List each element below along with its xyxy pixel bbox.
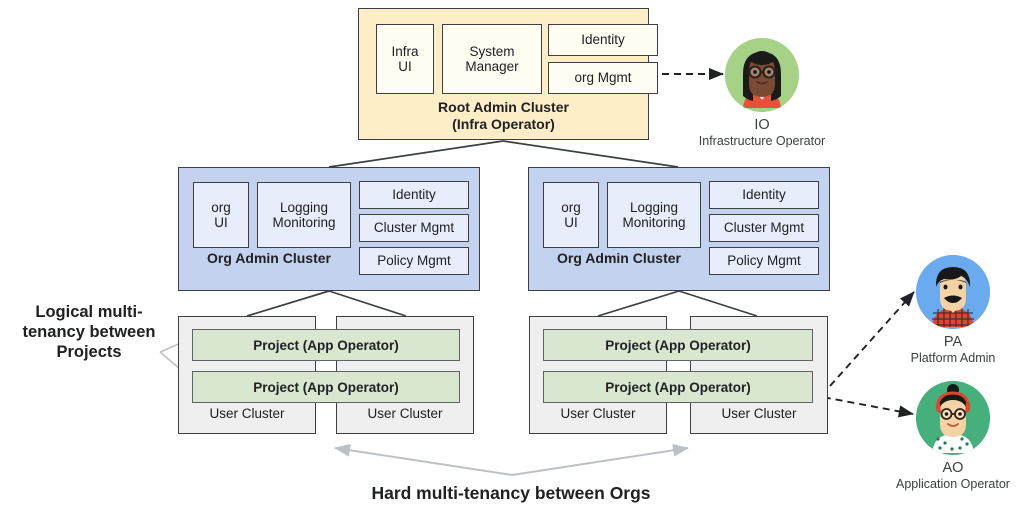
logical-multitenancy-caption: Logical multi-tenancy between Projects xyxy=(22,303,156,362)
pa-avatar-icon xyxy=(916,255,990,329)
system-manager-line1: System xyxy=(469,43,515,59)
org-admin-cluster-left-title: Org Admin Cluster xyxy=(207,250,331,266)
ao-avatar-icon xyxy=(916,381,990,455)
persona-io[interactable]: IO Infrastructure Operator xyxy=(687,38,837,148)
component-identity-right[interactable]: Identity xyxy=(709,181,819,209)
io-code: IO xyxy=(754,117,770,133)
org-ui-left-line1: org xyxy=(211,199,231,215)
component-org-ui-right[interactable]: org UI xyxy=(543,182,599,248)
infra-ui-line2: UI xyxy=(398,59,412,74)
component-org-mgmt-root[interactable]: org Mgmt xyxy=(548,62,658,94)
project-left-1[interactable]: Project (App Operator) xyxy=(192,329,460,361)
org-ui-right-line1: org xyxy=(561,199,581,215)
line-orgleft-to-userclusters xyxy=(246,290,407,317)
org-admin-cluster-left[interactable]: org UI Logging Monitoring Identity Clust… xyxy=(178,167,480,291)
persona-pa[interactable]: PA Platform Admin xyxy=(878,255,1022,365)
hard-tenancy-arrow xyxy=(334,443,689,476)
hard-multitenancy-caption: Hard multi-tenancy between Orgs xyxy=(371,483,651,503)
line-orgright-to-userclusters xyxy=(597,290,758,317)
ao-name: Application Operator xyxy=(896,477,1010,491)
project-right-1[interactable]: Project (App Operator) xyxy=(543,329,813,361)
logging-right-line1: Logging xyxy=(629,199,679,215)
pa-code: PA xyxy=(943,334,963,350)
component-org-ui-left[interactable]: org UI xyxy=(193,182,249,248)
logging-left-line1: Logging xyxy=(279,199,329,215)
pa-name: Platform Admin xyxy=(910,351,996,365)
user-cluster-right-1-label: User Cluster xyxy=(560,406,636,421)
component-logging-monitoring-right[interactable]: Logging Monitoring xyxy=(607,182,701,248)
org-admin-cluster-right-title: Org Admin Cluster xyxy=(557,250,681,266)
component-cluster-mgmt-right[interactable]: Cluster Mgmt xyxy=(709,214,819,242)
infra-ui-line1: Infra xyxy=(391,43,419,59)
persona-ao[interactable]: AO Application Operator xyxy=(878,381,1022,491)
org-ui-right-line2: UI xyxy=(564,215,578,230)
ao-code: AO xyxy=(942,460,964,476)
user-cluster-right-2-label: User Cluster xyxy=(721,406,797,421)
logging-left-line2: Monitoring xyxy=(272,215,336,230)
component-logging-monitoring-left[interactable]: Logging Monitoring xyxy=(257,182,351,248)
component-infra-ui[interactable]: Infra UI xyxy=(376,24,434,94)
user-cluster-left-2-label: User Cluster xyxy=(367,406,443,421)
root-admin-cluster-title: Root Admin Cluster (Infra Operator) xyxy=(359,99,648,133)
component-cluster-mgmt-left[interactable]: Cluster Mgmt xyxy=(359,214,469,242)
root-title-line1: Root Admin Cluster xyxy=(438,99,569,115)
org-ui-left-line2: UI xyxy=(214,215,228,230)
root-title-line2: (Infra Operator) xyxy=(452,115,555,132)
system-manager-line2: Manager xyxy=(465,59,519,74)
io-name: Infrastructure Operator xyxy=(698,134,826,148)
component-policy-mgmt-left[interactable]: Policy Mgmt xyxy=(359,247,469,275)
io-avatar-icon xyxy=(725,38,799,112)
logging-right-line2: Monitoring xyxy=(622,215,686,230)
component-system-manager[interactable]: System Manager xyxy=(442,24,542,94)
component-policy-mgmt-right[interactable]: Policy Mgmt xyxy=(709,247,819,275)
project-left-2[interactable]: Project (App Operator) xyxy=(192,371,460,403)
user-cluster-left-1-label: User Cluster xyxy=(209,406,285,421)
project-right-2[interactable]: Project (App Operator) xyxy=(543,371,813,403)
component-identity-root[interactable]: Identity xyxy=(548,24,658,56)
org-admin-cluster-right[interactable]: org UI Logging Monitoring Identity Clust… xyxy=(528,167,830,291)
component-identity-left[interactable]: Identity xyxy=(359,181,469,209)
line-root-to-orgs xyxy=(328,140,679,168)
root-admin-cluster[interactable]: Infra UI System Manager Identity org Mgm… xyxy=(358,8,658,140)
